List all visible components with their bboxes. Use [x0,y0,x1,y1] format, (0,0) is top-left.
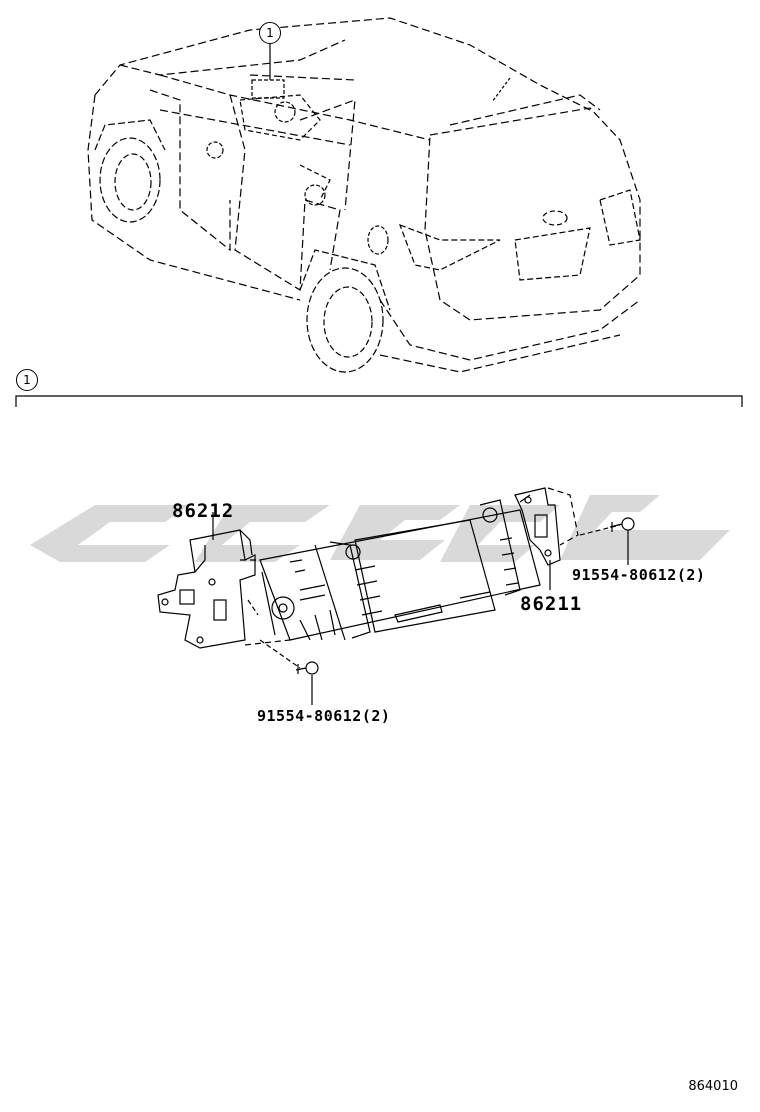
screw-right [579,517,635,565]
bracket-86211 [514,487,579,590]
part-label-screw-bottom: 91554-80612(2) [257,707,391,725]
section-divider [15,395,743,407]
part-label-86212: 86212 [172,500,235,522]
navigation-unit [240,499,541,646]
bracket-86212 [157,512,256,649]
vehicle-outline [87,17,641,373]
diagram-code: 864010 [688,1079,738,1094]
callout-car-view: 1 [259,22,281,44]
callout-section: 1 [16,369,38,391]
part-label-86211: 86211 [520,593,583,615]
screw-bottom [259,639,319,705]
part-label-screw-right: 91554-80612(2) [572,566,706,584]
